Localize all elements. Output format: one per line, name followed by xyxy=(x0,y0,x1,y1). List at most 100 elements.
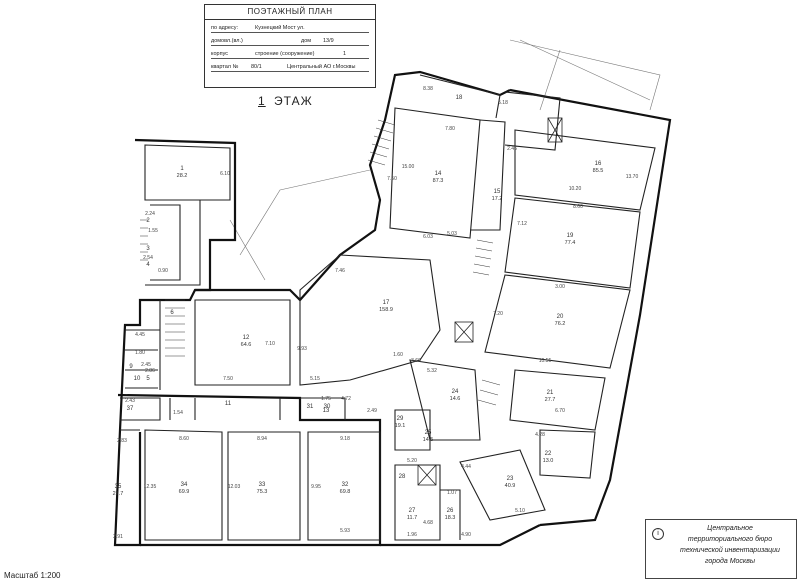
interior-walls xyxy=(120,74,656,541)
room-6: 6 xyxy=(170,310,174,316)
building-label: строение (сооружение) xyxy=(255,51,315,57)
svg-text:87.3: 87.3 xyxy=(433,178,444,184)
room-18: 18 xyxy=(456,95,463,101)
svg-text:4.72: 4.72 xyxy=(341,396,351,402)
svg-text:5.20: 5.20 xyxy=(407,458,417,464)
address-row: по адресу: Кузнецкий Мост ул. xyxy=(211,22,369,33)
svg-text:1.96: 1.96 xyxy=(407,532,417,538)
svg-text:19: 19 xyxy=(567,233,574,239)
svg-text:34: 34 xyxy=(181,482,188,488)
svg-text:9.18: 9.18 xyxy=(340,436,350,442)
svg-text:22: 22 xyxy=(545,451,552,457)
svg-text:5.15: 5.15 xyxy=(310,376,320,382)
svg-text:17: 17 xyxy=(383,300,390,306)
svg-text:11.7: 11.7 xyxy=(407,515,417,521)
svg-text:64.6: 64.6 xyxy=(241,342,252,348)
svg-text:6.10: 6.10 xyxy=(220,171,230,177)
stair-hatching xyxy=(140,119,501,406)
svg-text:13.0: 13.0 xyxy=(543,458,554,464)
svg-text:5.32: 5.32 xyxy=(427,368,437,374)
svg-text:9.93: 9.93 xyxy=(297,346,307,352)
svg-text:12.35: 12.35 xyxy=(144,484,157,490)
svg-text:16: 16 xyxy=(595,161,602,167)
svg-text:17.2: 17.2 xyxy=(492,196,503,202)
address-label: по адресу: xyxy=(211,25,238,31)
svg-text:7.80: 7.80 xyxy=(445,126,455,132)
svg-text:5.03: 5.03 xyxy=(447,231,457,237)
svg-text:3: 3 xyxy=(146,246,150,252)
svg-text:2.43: 2.43 xyxy=(125,398,135,404)
svg-text:9: 9 xyxy=(129,364,133,370)
room-30: 30 xyxy=(324,404,331,410)
floor-number: 1 xyxy=(258,94,266,108)
svg-text:158.9: 158.9 xyxy=(379,307,393,313)
bti-stamp: i Центральное территориального бюро техн… xyxy=(645,519,797,579)
svg-text:0.90: 0.90 xyxy=(158,268,168,274)
svg-text:21: 21 xyxy=(547,390,554,396)
svg-text:1.55: 1.55 xyxy=(148,228,158,234)
svg-text:69.9: 69.9 xyxy=(179,489,190,495)
site-context-lines xyxy=(229,39,661,281)
svg-text:5.18: 5.18 xyxy=(498,100,508,106)
room-5: 5 xyxy=(146,376,150,382)
svg-text:10.20: 10.20 xyxy=(569,186,582,192)
svg-text:10.55: 10.55 xyxy=(539,358,552,364)
svg-text:4.44: 4.44 xyxy=(461,464,471,470)
svg-text:2.46: 2.46 xyxy=(507,146,517,152)
svg-text:20: 20 xyxy=(557,314,564,320)
dom-value: 13/9 xyxy=(323,38,334,44)
room-28: 28 xyxy=(399,474,406,480)
svg-text:5.10: 5.10 xyxy=(515,508,525,514)
svg-text:85.5: 85.5 xyxy=(593,168,604,174)
svg-text:4.45: 4.45 xyxy=(135,332,145,338)
svg-text:6.70: 6.70 xyxy=(555,408,565,414)
svg-text:30: 30 xyxy=(324,404,331,410)
room-10: 10 xyxy=(134,376,141,382)
svg-text:33: 33 xyxy=(259,482,266,488)
svg-text:12.03: 12.03 xyxy=(228,484,241,490)
svg-text:23: 23 xyxy=(507,476,514,482)
svg-text:12: 12 xyxy=(243,335,250,341)
svg-text:75.3: 75.3 xyxy=(257,489,268,495)
room-4: 4 xyxy=(146,262,150,268)
svg-text:9.95: 9.95 xyxy=(311,484,321,490)
svg-text:27.7: 27.7 xyxy=(113,491,124,497)
svg-text:8.60: 8.60 xyxy=(179,436,189,442)
svg-text:2.49: 2.49 xyxy=(367,408,377,414)
svg-text:14.5: 14.5 xyxy=(423,437,434,443)
house-row: домовл.(вл.) дом 13/9 xyxy=(211,35,369,46)
house-label: домовл.(вл.) xyxy=(211,38,243,44)
svg-text:7.50: 7.50 xyxy=(223,376,233,382)
elevator-shafts xyxy=(417,117,563,486)
svg-text:18: 18 xyxy=(456,95,463,101)
svg-text:3.60: 3.60 xyxy=(411,358,421,364)
svg-text:2.54: 2.54 xyxy=(143,255,153,261)
room-9: 9 xyxy=(129,364,133,370)
svg-text:11: 11 xyxy=(225,401,232,407)
svg-text:4.28: 4.28 xyxy=(535,432,545,438)
svg-text:13: 13 xyxy=(323,408,330,414)
svg-text:1: 1 xyxy=(180,166,184,172)
svg-text:27: 27 xyxy=(409,508,416,514)
svg-text:6: 6 xyxy=(170,310,174,316)
quarter-label: квартал № xyxy=(211,64,239,70)
title-block-heading: ПОЭТАЖНЫЙ ПЛАН xyxy=(205,5,375,20)
room-37: 37 xyxy=(127,406,134,412)
scale-text: Масштаб 1:200 xyxy=(4,571,61,580)
room-11: 11 xyxy=(225,401,232,407)
svg-text:18.3: 18.3 xyxy=(445,515,456,521)
svg-text:25: 25 xyxy=(425,430,432,436)
svg-text:13.70: 13.70 xyxy=(626,174,639,180)
svg-text:32: 32 xyxy=(342,482,349,488)
svg-text:5: 5 xyxy=(146,376,150,382)
